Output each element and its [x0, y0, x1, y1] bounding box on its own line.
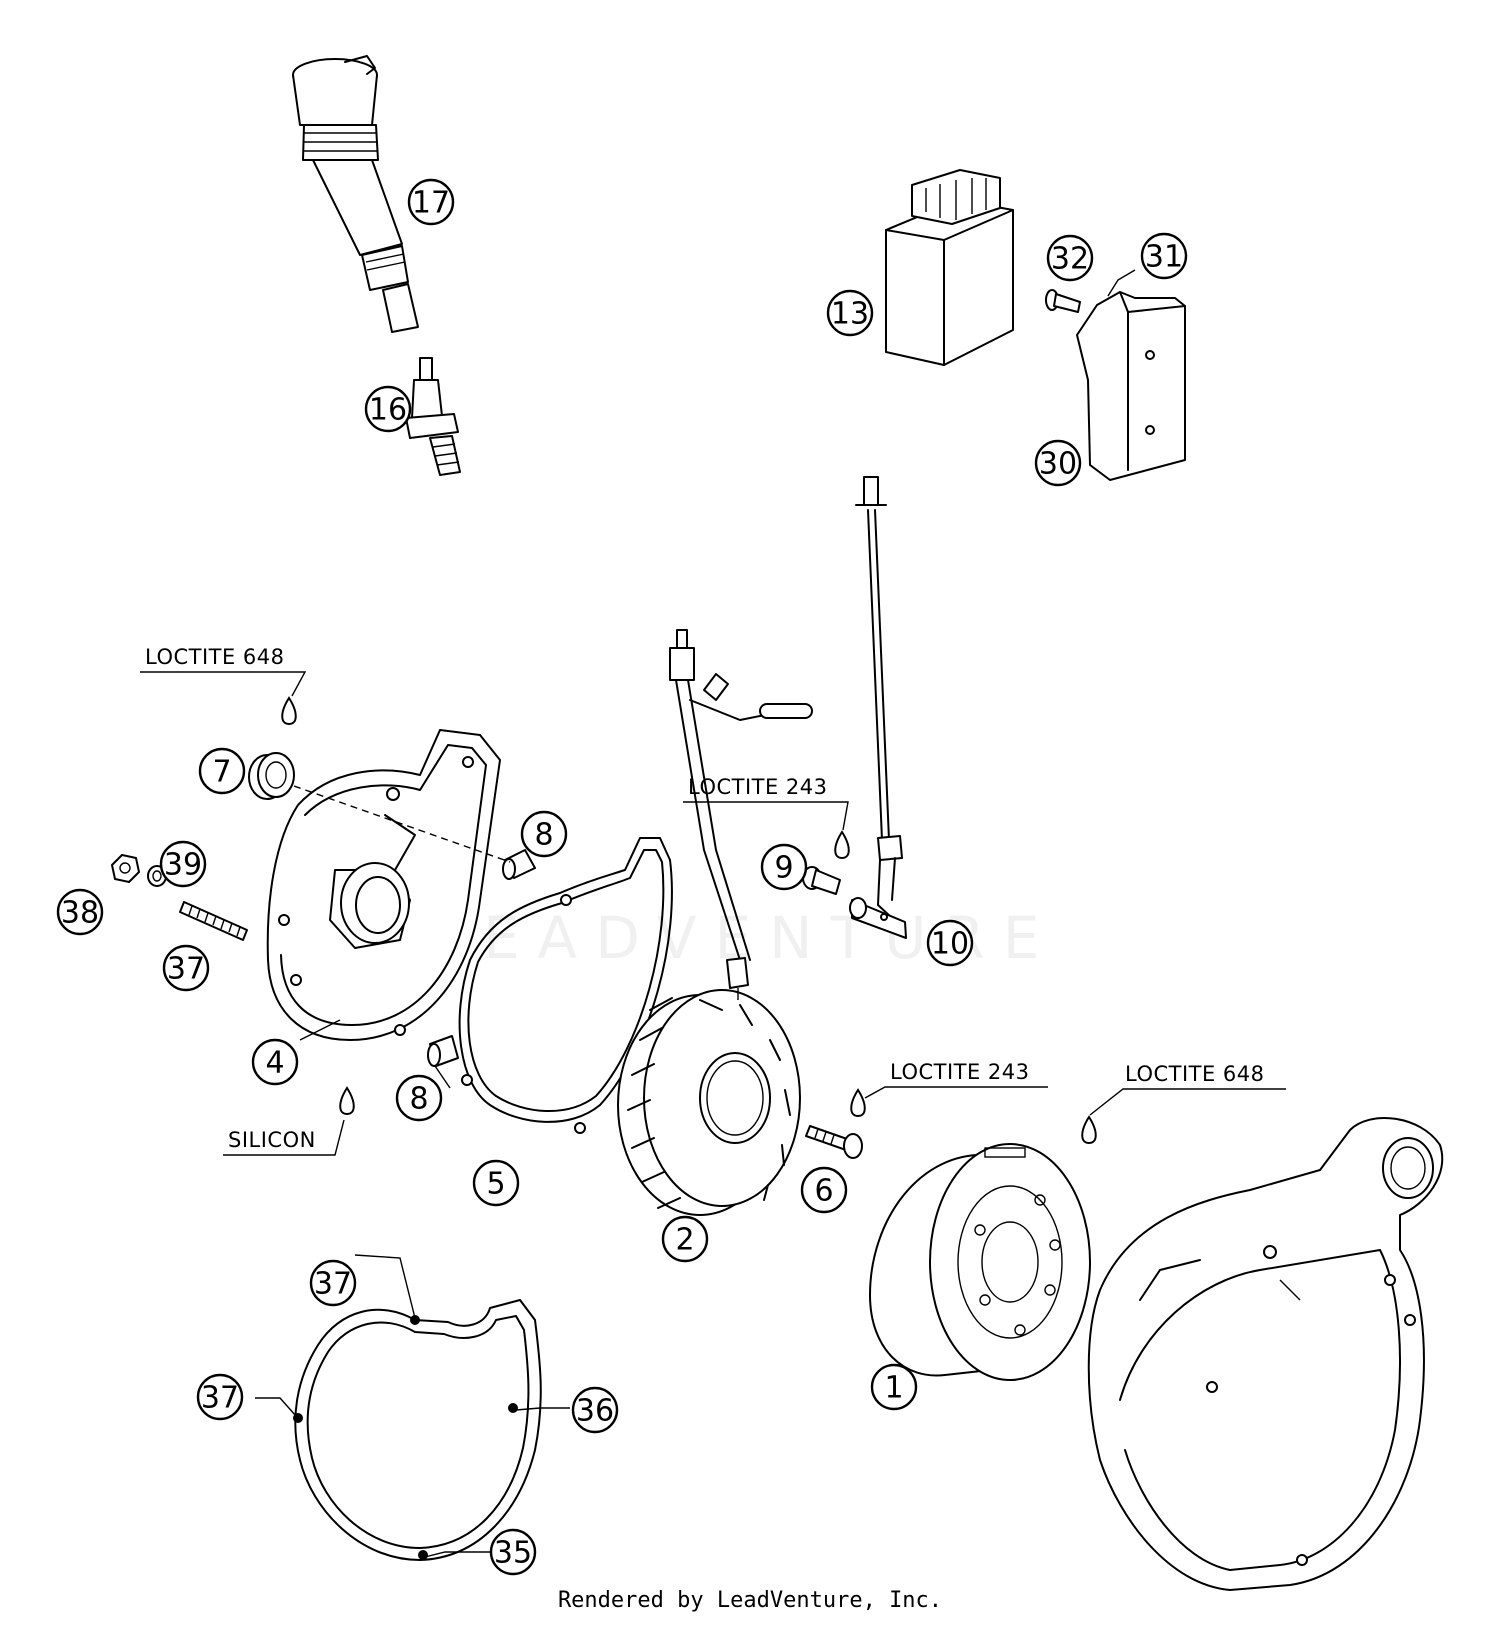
- svg-text:35: 35: [494, 1536, 532, 1571]
- callout-5: 5: [472, 1159, 520, 1207]
- callout-1: 1: [870, 1363, 918, 1411]
- svg-text:10: 10: [931, 927, 969, 962]
- svg-text:8: 8: [409, 1082, 428, 1117]
- svg-text:16: 16: [369, 393, 407, 428]
- note-loctite-648-left-text: LOCTITE 648: [145, 645, 285, 669]
- callout-38: 38: [56, 888, 104, 936]
- svg-text:6: 6: [814, 1174, 833, 1209]
- note-silicon-text: SILICON: [228, 1128, 316, 1152]
- callout-39: 39: [159, 840, 207, 888]
- lower-gasket: [293, 1299, 542, 1561]
- callout-36: 36: [571, 1386, 619, 1434]
- dowel-upper: [502, 849, 536, 880]
- callout-4: 4: [251, 1038, 299, 1086]
- outer-cover: [1087, 1117, 1444, 1591]
- svg-text:9: 9: [774, 851, 793, 886]
- flywheel-rotor: [869, 1143, 1091, 1381]
- note-silicon: SILICON: [223, 1086, 355, 1156]
- callout-16: 16: [364, 385, 412, 433]
- note-loctite-243-top: LOCTITE 243: [683, 775, 850, 860]
- svg-text:5: 5: [486, 1167, 505, 1202]
- svg-text:30: 30: [1039, 447, 1077, 482]
- callout-31: 31: [1140, 232, 1188, 280]
- ignition-coil: [292, 55, 419, 333]
- note-loctite-648-right-text: LOCTITE 648: [1125, 1062, 1265, 1086]
- callout-leaders: [255, 269, 1136, 1558]
- note-loctite-243-bottom-text: LOCTITE 243: [890, 1060, 1030, 1084]
- svg-text:13: 13: [831, 297, 869, 332]
- spark-plug: [405, 357, 461, 476]
- callout-37-top: 37: [309, 1259, 357, 1307]
- callout-6: 6: [800, 1166, 848, 1214]
- callout-9: 9: [760, 843, 808, 891]
- svg-text:36: 36: [576, 1394, 614, 1429]
- callout-7: 7: [198, 747, 246, 795]
- oil-seal: [248, 752, 511, 863]
- callout-37-stud: 37: [162, 944, 210, 992]
- svg-text:2: 2: [675, 1223, 694, 1258]
- note-loctite-648-left: LOCTITE 648: [140, 645, 307, 726]
- svg-text:32: 32: [1051, 242, 1089, 277]
- screw-9: [802, 866, 841, 895]
- stud-37: [179, 901, 248, 941]
- ignition-cover: [266, 729, 501, 1041]
- stator: [617, 957, 801, 1216]
- callout-8-lower: 8: [395, 1074, 443, 1122]
- wiring-harness: [669, 476, 890, 961]
- note-loctite-243-bottom: LOCTITE 243: [850, 1060, 1048, 1118]
- callout-10: 10: [926, 919, 974, 967]
- svg-text:39: 39: [164, 848, 202, 883]
- svg-text:7: 7: [212, 755, 231, 790]
- screw-6: [805, 1125, 863, 1159]
- pickup-sensor: [849, 835, 907, 939]
- mounting-bracket: [1076, 291, 1186, 481]
- callout-17: 17: [407, 178, 455, 226]
- svg-text:17: 17: [412, 186, 450, 221]
- note-loctite-648-right: LOCTITE 648: [1081, 1062, 1286, 1145]
- svg-text:1: 1: [884, 1371, 903, 1406]
- note-loctite-243-top-text: LOCTITE 243: [688, 775, 828, 799]
- callout-13: 13: [826, 289, 874, 337]
- svg-text:37: 37: [167, 952, 205, 987]
- callout-30: 30: [1034, 439, 1082, 487]
- screw-32: [1045, 289, 1081, 313]
- nut-38: [111, 854, 140, 883]
- svg-text:4: 4: [265, 1046, 284, 1081]
- svg-text:8: 8: [534, 818, 553, 853]
- svg-text:37: 37: [314, 1267, 352, 1302]
- callout-8-upper: 8: [520, 810, 568, 858]
- svg-text:31: 31: [1145, 240, 1183, 275]
- callout-35: 35: [489, 1528, 537, 1576]
- gasket-5: [458, 837, 673, 1134]
- dowel-lower: [427, 1035, 459, 1067]
- callout-32: 32: [1046, 234, 1094, 282]
- callout-2: 2: [661, 1215, 709, 1263]
- svg-text:38: 38: [61, 896, 99, 931]
- svg-text:37: 37: [201, 1381, 239, 1416]
- control-unit: [885, 169, 1014, 366]
- callout-37-left: 37: [196, 1373, 244, 1421]
- footer-credit: Rendered by LeadVenture, Inc.: [557, 1588, 943, 1613]
